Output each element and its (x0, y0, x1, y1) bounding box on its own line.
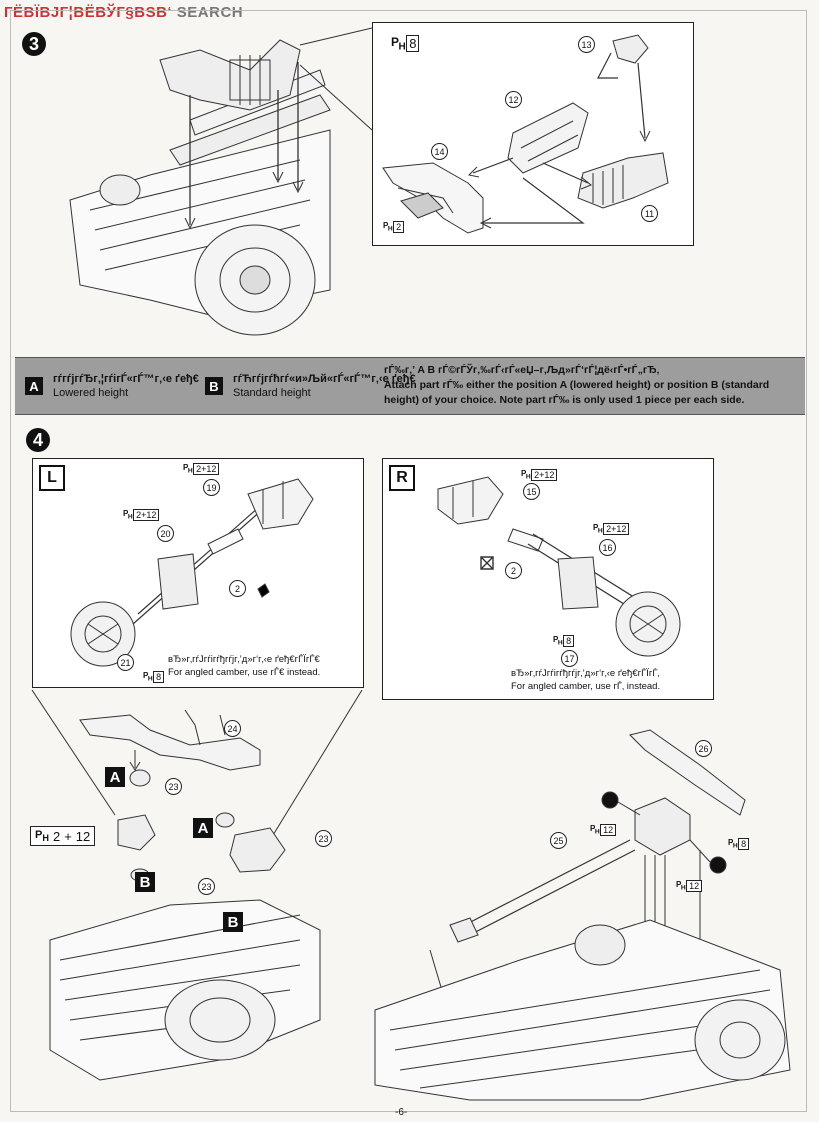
ph-icon: PH (123, 509, 133, 521)
page-number: -6- (395, 1107, 408, 1118)
option-b-text: гѓЋгѓјгѓћгѓ«и»Љй«гЃ«гЃ™г‚‹е ґеђ€ Standar… (233, 372, 416, 400)
left-part-20: 20 (157, 525, 174, 542)
option-a-text: гѓ­гѓјгѓЂг‚¦гѓігЃ«гЃ™г‚‹е ґеђ€ Lowered h… (53, 372, 199, 400)
option-b-ja: гѓЋгѓјгѓћгѓ«и»Љй«гЃ«гЃ™г‚‹е ґеђ€ (233, 373, 416, 385)
height-option-banner: A гѓ­гѓјгѓЂг‚¦гѓігЃ«гЃ™г‚‹е ґеђ€ Lowered… (15, 357, 805, 415)
option-b-upper: B (135, 872, 155, 892)
ph-legend-part-1: 2 (52, 828, 61, 844)
assembly-part-23-b: 23 (315, 830, 332, 847)
left-part-19: 19 (203, 479, 220, 496)
watermark-brand: ГЁВЇВЈГ¦ВЁВЎГ§ВЅВ‘ (4, 4, 173, 21)
right-part-16: 16 (599, 539, 616, 556)
step3-detail-box: PH 8 13 12 14 1 (372, 22, 694, 246)
left-camber-note-en: For angled camber, use гЃ€ instead. (168, 667, 321, 678)
right-ph-top-number: 2+12 (531, 469, 558, 481)
option-a-upper: A (105, 767, 125, 787)
assembly-ph-12-b-number: 12 (686, 880, 703, 892)
right-ph-bottom-number: 8 (563, 635, 575, 647)
option-b-icon: B (205, 377, 223, 395)
step3-ph-number: 8 (406, 35, 420, 53)
step3-part-12: 12 (505, 91, 522, 108)
assembly-part-23-a: 23 (165, 778, 182, 795)
ph-icon: PH (143, 671, 153, 683)
option-a-icon: A (25, 377, 43, 395)
ph-legend-box: PH 2 + 12 (30, 826, 96, 846)
right-part-17: 17 (561, 650, 578, 667)
assembly-part-24: 24 (224, 720, 241, 737)
assembly-ph-8: PH 8 (728, 838, 750, 850)
step4-assembly-drawing (31, 690, 791, 1101)
left-detail-box: L PH 2+12 19 PH 2+12 20 2 21 PH 8 вЂ»г‚­… (32, 458, 364, 688)
right-camber-note-ja: вЂ»г‚­гѓЈгѓігѓђгѓјг‚’д»г‘г‚‹е ґеђ€гЃЇгЃ‚ (511, 668, 660, 679)
page-border (10, 10, 807, 1112)
left-ph-top-number: 2+12 (193, 463, 220, 475)
option-a-lower: A (193, 818, 213, 838)
step3-main-drawing (69, 27, 373, 336)
right-part-15: 15 (523, 483, 540, 500)
ph-icon: PH (183, 463, 193, 475)
left-ph-top: PH 2+12 (183, 463, 220, 475)
step3-part-11: 11 (641, 205, 658, 222)
ph-icon: PH (590, 824, 600, 836)
left-ph-mid: PH 2+12 (123, 509, 160, 521)
assembly-part-26: 26 (695, 740, 712, 757)
option-b-en: Standard height (233, 387, 311, 399)
assembly-ph-8-number: 8 (738, 838, 750, 850)
right-label: R (389, 465, 415, 491)
step3-detail-drawing (382, 34, 669, 234)
banner-note-en: Attach part гЃ‰ either the position A (l… (384, 379, 770, 406)
banner-note-ja: гЃ‰г‚’ A B гЃ©гЃЎг‚‰гЃ‹гЃ«еЏ–г‚Љд»гЃ‘гЃ¦… (384, 364, 660, 376)
ph-icon: PH (521, 469, 531, 481)
step-3-number: 3 (22, 32, 46, 56)
step3-ph-small: PH 2 (383, 221, 405, 233)
assembly-ph-12-a-number: 12 (600, 824, 617, 836)
ph-icon: PH (383, 221, 393, 233)
assembly-ph-12-a: PH 12 (590, 824, 617, 836)
assembly-ph-12-b: PH 12 (676, 880, 703, 892)
left-ph-mid-number: 2+12 (133, 509, 160, 521)
right-detail-box: R PH 2+12 15 PH 2+12 16 2 PH 8 17 вЂ»г‚­… (382, 458, 714, 700)
right-ph-top: PH 2+12 (521, 469, 558, 481)
right-part-2: 2 (505, 562, 522, 579)
assembly-part-25: 25 (550, 832, 567, 849)
option-a-en: Lowered height (53, 387, 129, 399)
ph-icon: PH (391, 35, 406, 53)
left-camber-note-ja: вЂ»г‚­гѓЈгѓігѓђгѓјг‚’д»г‘г‚‹е ґеђ€гЃЇгЃ€ (168, 654, 320, 665)
ph-icon: PH (593, 523, 603, 535)
ph-icon: PH (35, 828, 49, 844)
step3-part-14: 14 (431, 143, 448, 160)
ph-icon: PH (553, 635, 563, 647)
option-a-ja: гѓ­гѓјгѓЂг‚¦гѓігЃ«гЃ™г‚‹е ґеђ€ (53, 373, 199, 385)
right-detail-drawing (437, 476, 681, 657)
ph-legend-part-2: 12 (75, 828, 91, 844)
right-ph-bottom: PH 8 (553, 635, 575, 647)
ph-legend-plus: + (64, 828, 72, 844)
ph-icon: PH (676, 880, 686, 892)
left-detail-drawing (70, 478, 314, 667)
right-ph-mid: PH 2+12 (593, 523, 630, 535)
step3-part-13: 13 (578, 36, 595, 53)
ph-icon: PH (728, 838, 738, 850)
step3-ph-small-number: 2 (393, 221, 405, 233)
right-camber-note: вЂ»г‚­гѓЈгѓігѓђгѓјг‚’д»г‘г‚‹е ґеђ€гЃЇгЃ‚… (511, 667, 660, 693)
left-camber-note: вЂ»г‚­гѓЈгѓігѓђгѓјг‚’д»г‘г‚‹е ґеђ€гЃЇгЃ€… (168, 653, 320, 679)
left-part-21: 21 (117, 654, 134, 671)
left-ph-bottom-number: 8 (153, 671, 165, 683)
banner-note: гЃ‰г‚’ A B гЃ©гЃЎг‚‰гЃ‹гЃ«еЏ–г‚Љд»гЃ‘гЃ¦… (384, 363, 799, 408)
watermark: ГЁВЇВЈГ¦ВЁВЎГ§ВЅВ‘ SEARCH (4, 4, 243, 21)
watermark-search: SEARCH (176, 4, 244, 21)
left-part-2: 2 (229, 580, 246, 597)
left-label: L (39, 465, 65, 491)
option-b-lower: B (223, 912, 243, 932)
assembly-part-23-c: 23 (198, 878, 215, 895)
right-camber-note-en: For angled camber, use гЃ‚ instead. (511, 681, 661, 692)
left-ph-bottom: PH 8 (143, 671, 165, 683)
step-4-number: 4 (26, 428, 50, 452)
right-ph-mid-number: 2+12 (603, 523, 630, 535)
step3-ph-label: PH 8 (391, 35, 420, 53)
